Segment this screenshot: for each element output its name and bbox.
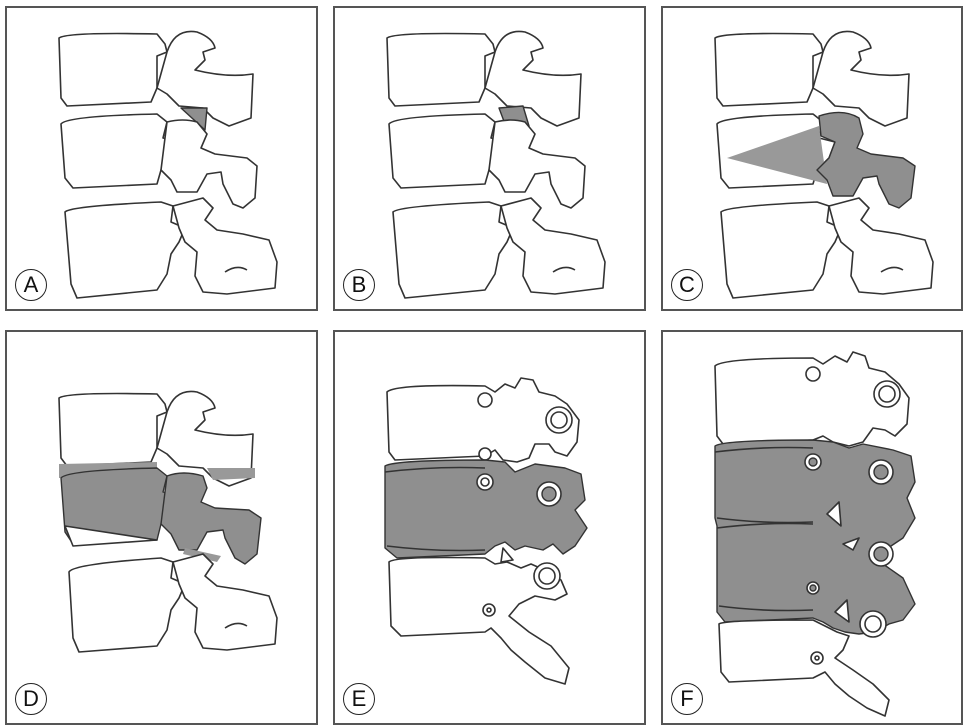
- panel-e: E: [333, 330, 646, 725]
- vertebra-bottom: [389, 558, 569, 685]
- spine-diagram-e: [335, 332, 644, 723]
- vertebra-top: [387, 31, 581, 126]
- vertebra-middle: [389, 114, 585, 208]
- panel-d: D: [5, 330, 318, 725]
- shaded-posterior-c: [817, 112, 915, 208]
- vertebra-bottom: [721, 198, 933, 298]
- panel-label-e: E: [343, 683, 375, 715]
- spine-diagram-a: [7, 8, 316, 309]
- vertebra-middle-shaded: [385, 460, 587, 562]
- spine-diagram-f: [663, 332, 961, 723]
- spine-diagram-b: [335, 8, 644, 309]
- panel-a: A: [5, 6, 318, 311]
- panel-label-b: B: [343, 269, 375, 301]
- vertebra-top: [715, 31, 909, 126]
- panel-label-a: A: [15, 269, 47, 301]
- vertebrae-shaded: [715, 440, 915, 634]
- vertebra-bottom: [69, 554, 277, 652]
- panel-label-d: D: [15, 683, 47, 715]
- panel-c: C: [661, 6, 963, 311]
- vertebra-top: [715, 352, 909, 446]
- facet-shade-d: [207, 468, 255, 480]
- panel-label-c: C: [671, 269, 703, 301]
- panel-b: B: [333, 6, 646, 311]
- vertebra-bottom: [65, 198, 277, 298]
- spine-diagram-c: [663, 8, 961, 309]
- panel-label-f: F: [671, 683, 703, 715]
- vertebra-bottom: [393, 198, 605, 298]
- vertebra-bottom: [719, 611, 889, 716]
- spine-diagram-d: [7, 332, 316, 723]
- panel-f: F: [661, 330, 963, 725]
- vertebra-middle: [717, 112, 915, 208]
- vertebra-top: [59, 31, 253, 126]
- vertebra-top: [387, 378, 579, 462]
- vertebra-middle: [61, 114, 257, 208]
